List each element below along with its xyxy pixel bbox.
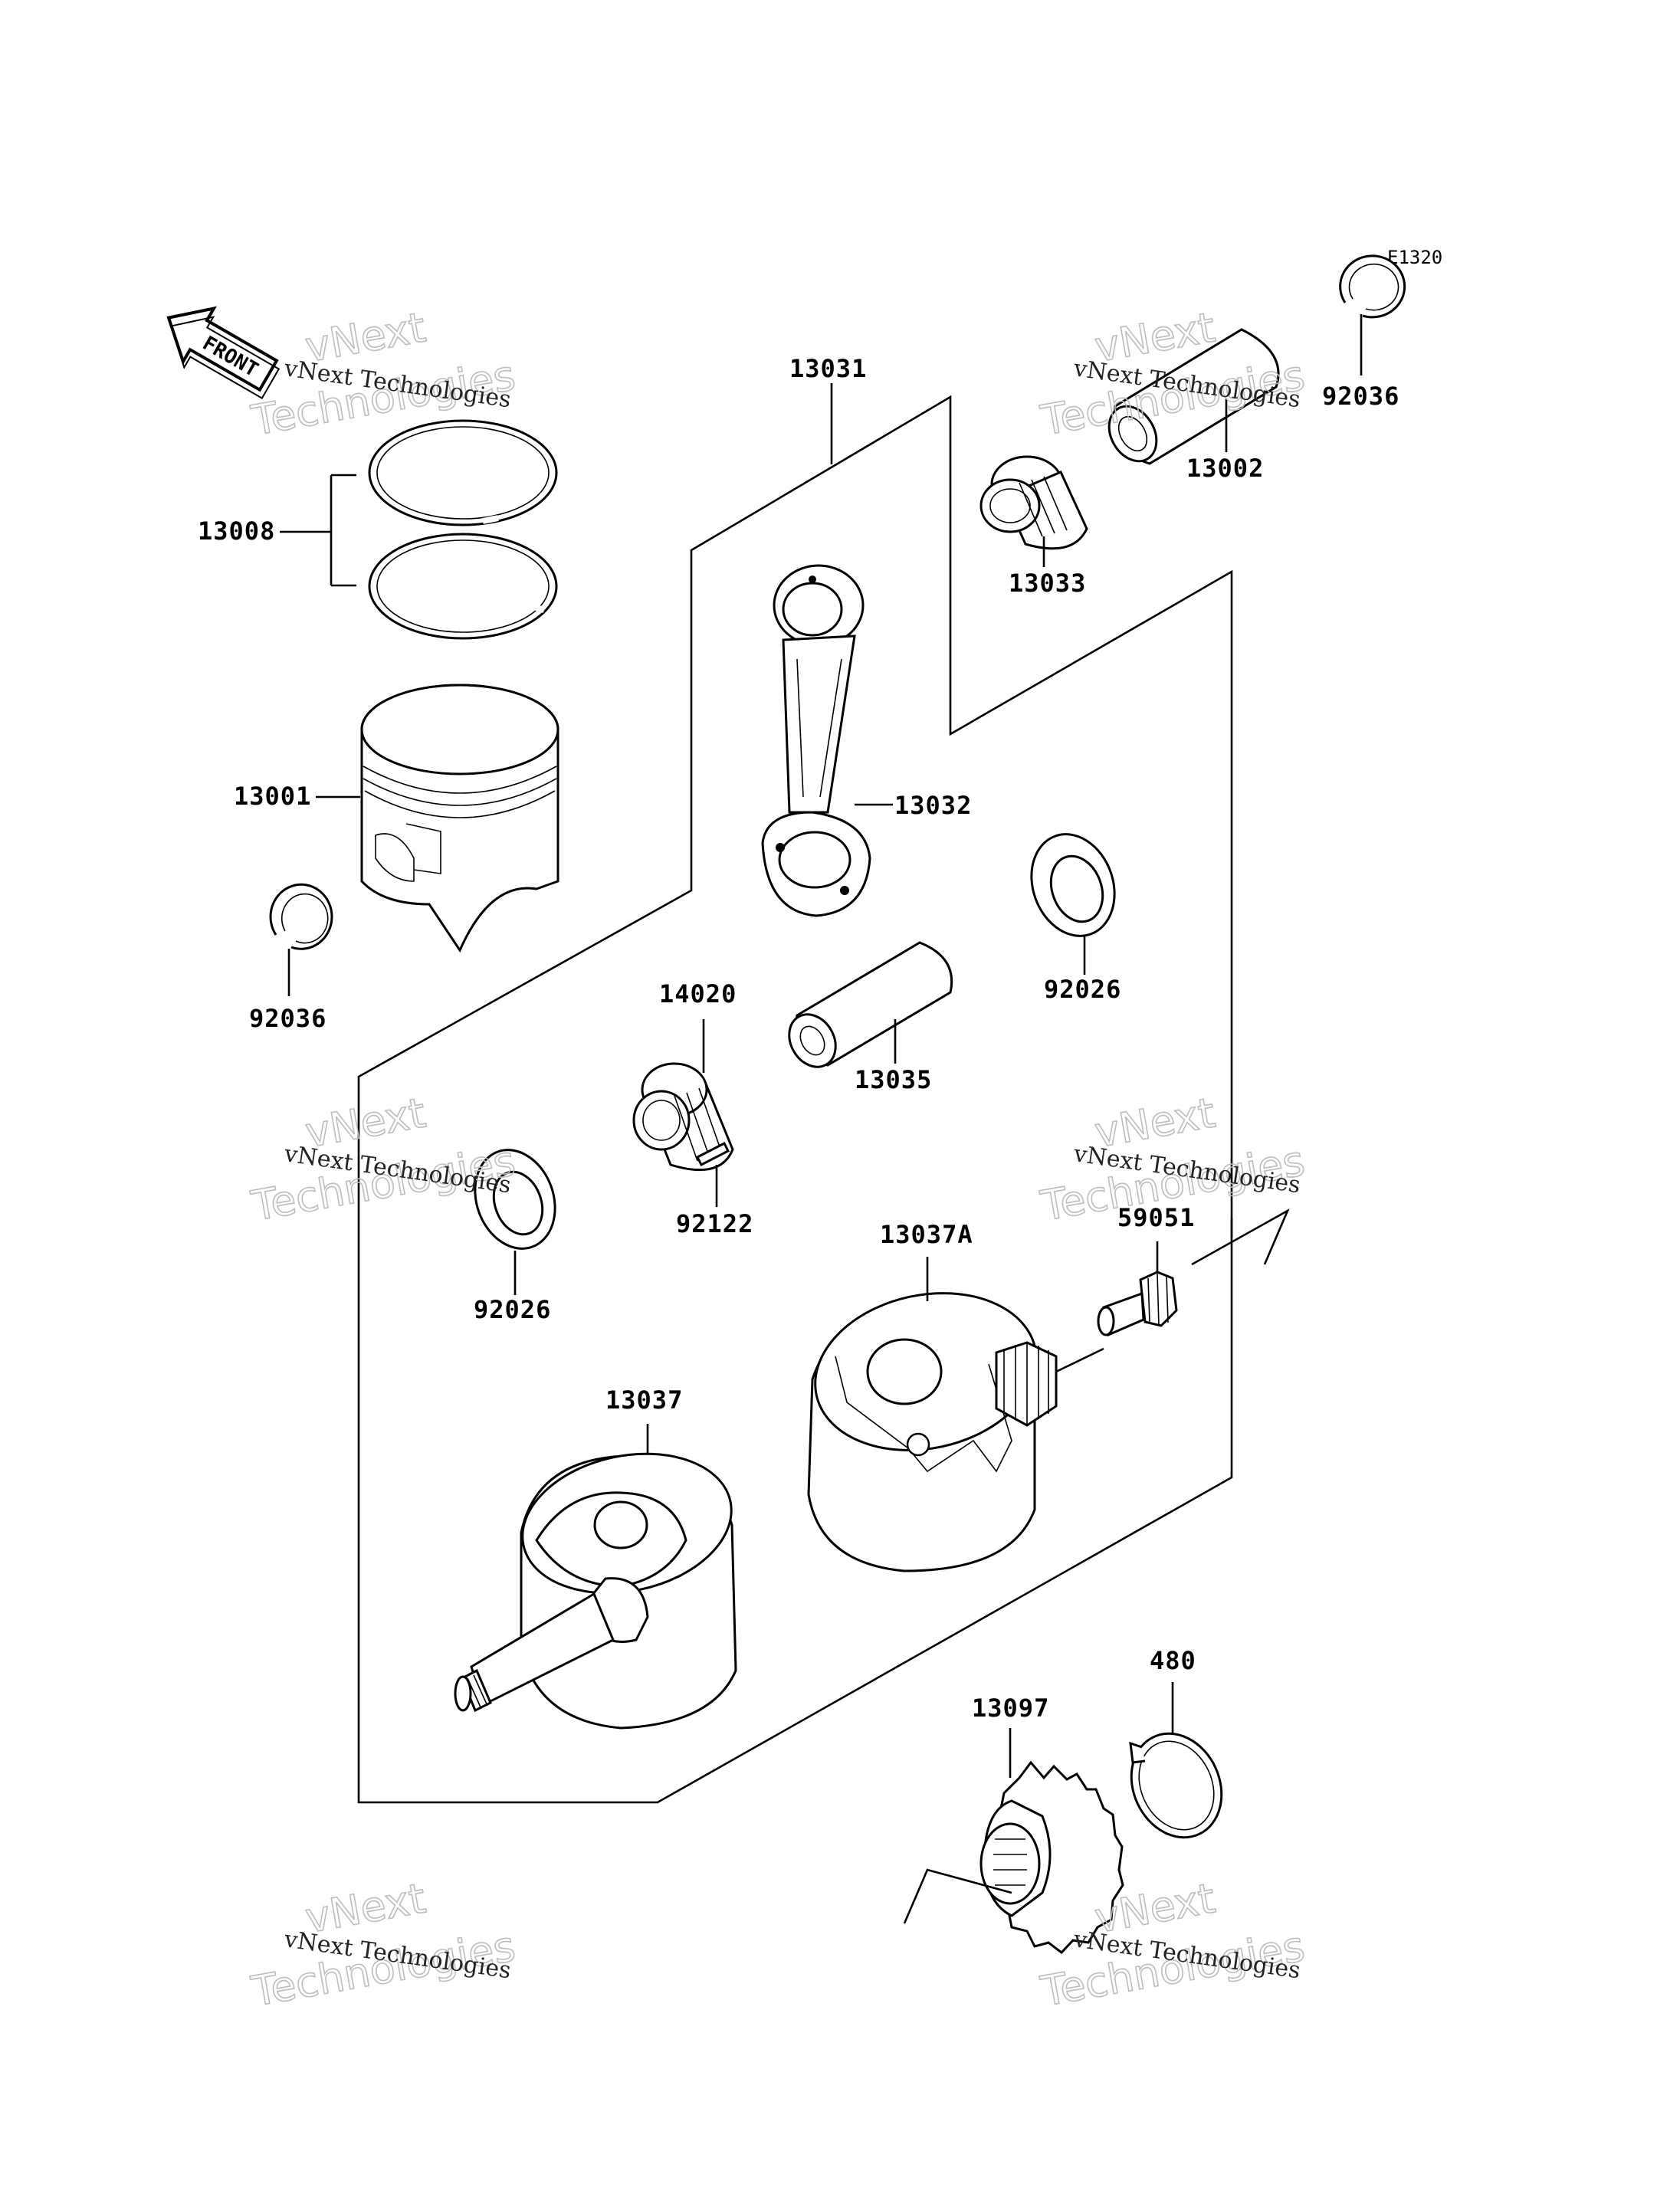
pinion-gear <box>1097 1271 1178 1337</box>
assembly-outline <box>357 395 1233 1804</box>
label-13031: 13031 <box>789 354 867 383</box>
thrust-washer-left <box>474 1149 556 1250</box>
crank-gear <box>979 1760 1124 1955</box>
thrust-washer-right <box>1030 833 1116 937</box>
piston-rings <box>368 419 558 640</box>
label-13097: 13097 <box>972 1694 1049 1723</box>
label-92036-right: 92036 <box>1322 382 1399 411</box>
dowel-pin <box>695 1141 730 1167</box>
circlip-left <box>269 883 333 950</box>
label-13035: 13035 <box>855 1065 932 1094</box>
label-13032: 13032 <box>894 791 972 820</box>
label-13033: 13033 <box>1009 569 1086 598</box>
crank-half-right <box>807 1292 1104 1572</box>
snap-ring <box>1129 1732 1223 1839</box>
piston-pin <box>1107 328 1280 465</box>
label-92036-left: 92036 <box>249 1004 326 1033</box>
front-arrow-icon: FRONT <box>166 306 281 399</box>
label-92026-left: 92026 <box>474 1295 551 1324</box>
label-13037A: 13037A <box>880 1220 973 1249</box>
crank-pin <box>788 941 953 1068</box>
label-480: 480 <box>1150 1646 1196 1675</box>
label-13002: 13002 <box>1186 454 1264 483</box>
crank-half-left <box>454 1452 737 1730</box>
piston <box>360 684 559 953</box>
label-13037: 13037 <box>605 1385 683 1415</box>
needle-bearing-top <box>979 455 1088 550</box>
label-14020: 14020 <box>659 979 737 1008</box>
connecting-rod <box>761 564 871 917</box>
label-13008: 13008 <box>198 516 275 546</box>
label-92026-right: 92026 <box>1044 975 1121 1004</box>
label-13001: 13001 <box>234 782 311 811</box>
label-92122: 92122 <box>676 1209 753 1238</box>
needle-bearing-lower <box>632 1062 734 1172</box>
label-59051: 59051 <box>1117 1203 1195 1232</box>
circlip-right <box>1339 254 1406 319</box>
